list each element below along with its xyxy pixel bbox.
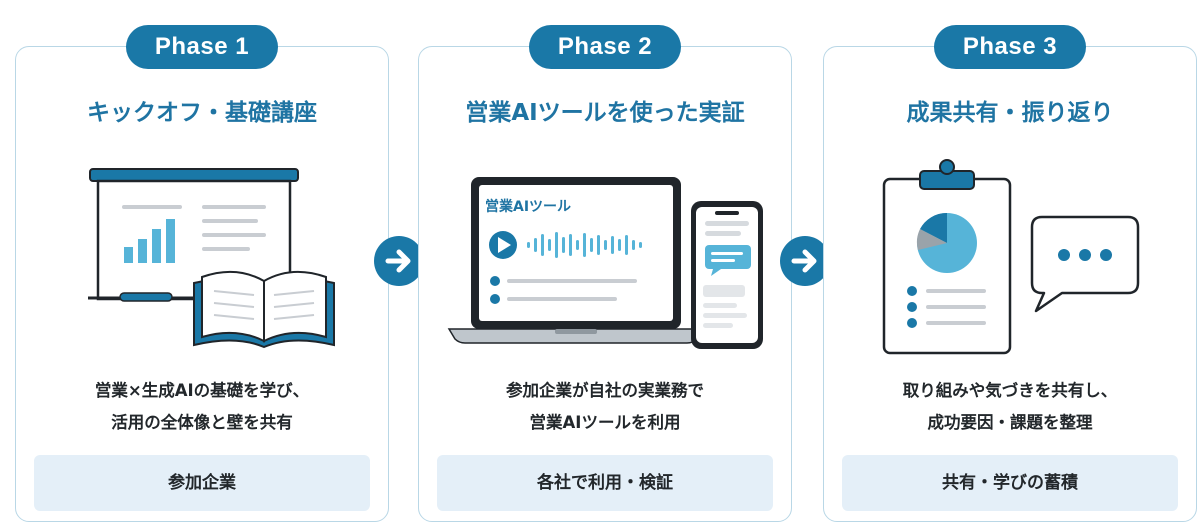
arrow-right-icon	[780, 236, 830, 286]
phase-1-label: Phase 1	[126, 25, 278, 69]
laptop-icon: 営業AIツール	[447, 177, 763, 349]
phase-1-desc-line-1: 営業×生成AIの基礎を学び、	[94, 381, 310, 400]
open-book-icon	[193, 270, 335, 349]
phase-3-description: 取り組みや気づきを共有し、 成功要因・課題を整理	[824, 375, 1196, 439]
phase-3-footer: 共有・学びの蓄積	[842, 455, 1178, 511]
phase-1-footer: 参加企業	[34, 455, 370, 511]
phase-1-description: 営業×生成AIの基礎を学び、 活用の全体像と壁を共有	[16, 375, 388, 439]
phase-3-desc-line-2: 成功要因・課題を整理	[927, 413, 1093, 432]
phase-2-description: 参加企業が自社の実業務で 営業AIツールを利用	[419, 375, 791, 439]
phase-2-desc-line-1: 参加企業が自社の実業務で	[506, 381, 704, 400]
phase-2-label: Phase 2	[529, 25, 681, 69]
presentation-board-icon	[88, 168, 335, 349]
laptop-screen-label: 営業AIツール	[485, 198, 571, 215]
phase-2-title: 営業AIツールを使った実証	[465, 100, 745, 126]
phase-card-2: Phase 2 営業AIツールを使った実証 営業AIツール	[418, 25, 792, 522]
phase-2-desc-line-2: 営業AIツールを利用	[529, 413, 681, 432]
phase-3-title: 成果共有・振り返り	[906, 100, 1114, 126]
phase-2-footer: 各社で利用・検証	[437, 455, 773, 511]
arrow-right-icon	[374, 236, 424, 286]
speech-bubble-icon	[1030, 215, 1140, 313]
phase-3-label: Phase 3	[934, 25, 1086, 69]
clipboard-pie-chart-icon	[882, 159, 1140, 355]
phase-1-title: キックオフ・基礎講座	[87, 100, 317, 126]
phase-1-desc-line-2: 活用の全体像と壁を共有	[111, 413, 293, 432]
smartphone-chat-icon	[691, 201, 763, 349]
phase-card-3: Phase 3 成果共有・振り返り 取り組みや気づきを共有し、 成功要因・課題を…	[823, 25, 1197, 522]
phase-card-1: Phase 1 キックオフ・基礎講座	[15, 25, 389, 522]
phase-3-desc-line-1: 取り組みや気づきを共有し、	[902, 381, 1118, 400]
